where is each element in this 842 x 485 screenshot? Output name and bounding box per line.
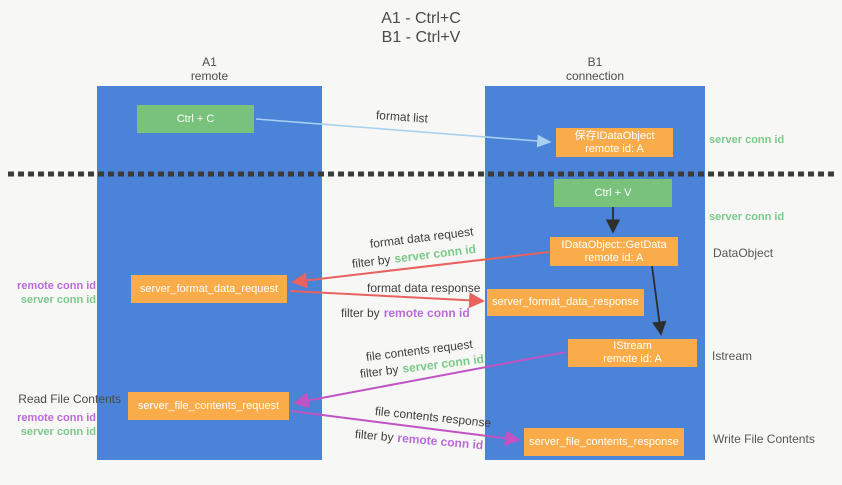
istream-line1: IStream <box>613 340 652 352</box>
lifeline-a1-label: remote <box>190 69 229 83</box>
filter-by-text: filter by <box>359 362 400 381</box>
left-conn-id-group-1: remote conn id server conn id <box>0 279 96 307</box>
istream-annotation: Istream <box>712 349 753 363</box>
remote-conn-id-left-2: remote conn id <box>17 412 96 424</box>
idataobject-getdata-box: IDataObject::GetData remote id: A <box>550 237 678 266</box>
save-idataobject-line2: remote id: A <box>585 142 644 155</box>
filter-by-text: filter by <box>354 427 395 445</box>
remote-conn-id-left-1: remote conn id <box>17 280 96 292</box>
server-conn-id-right-mid: server conn id <box>709 211 785 223</box>
server-conn-id-left-1: server conn id <box>20 294 96 306</box>
server-format-data-request-label: server_format_data_request <box>139 282 279 295</box>
remote-conn-id-text: remote conn id <box>396 430 484 453</box>
save-idataobject-box: 保存IDataObject remote id: A <box>556 128 673 157</box>
lifeline-a1-id: A1 <box>202 55 217 69</box>
ctrl-c-label: Ctrl + C <box>176 112 215 125</box>
getdata-line2: remote id: A <box>584 251 644 264</box>
server-format-data-response-label: server_format_data_response <box>492 296 639 308</box>
left-conn-id-group-2: remote conn id server conn id <box>0 411 96 439</box>
filter-by-text: filter by <box>351 252 392 271</box>
server-format-data-response-box: server_format_data_response <box>487 289 644 316</box>
lifeline-header-b1: B1 connection <box>485 55 705 83</box>
getdata-line1: IDataObject::GetData <box>561 238 667 251</box>
diagram-title: A1 - Ctrl+C B1 - Ctrl+V <box>0 9 842 47</box>
save-idataobject-line1: 保存IDataObject <box>574 129 655 142</box>
write-file-contents-annotation: Write File Contents <box>713 432 815 446</box>
server-file-contents-response-box: server_file_contents_response <box>524 428 684 456</box>
server-conn-id-right-top: server conn id <box>709 134 785 146</box>
ctrl-v-box: Ctrl + V <box>554 179 672 207</box>
format-list-label: format list <box>375 108 429 126</box>
server-file-contents-request-label: server_file_contents_request <box>137 399 280 412</box>
dataobject-annotation: DataObject <box>713 246 774 260</box>
server-file-contents-request-box: server_file_contents_request <box>128 392 289 420</box>
istream-box: IStream remote id: A <box>568 339 697 367</box>
title-line-1: A1 - Ctrl+C <box>381 10 461 27</box>
lifeline-b1-id: B1 <box>587 55 603 69</box>
server-format-data-request-box: server_format_data_request <box>131 275 287 303</box>
lifeline-b1-label: connection <box>565 69 625 83</box>
server-conn-id-left-2: server conn id <box>20 426 96 438</box>
server-file-contents-response-label: server_file_contents_response <box>529 435 679 448</box>
istream-line2: remote id: A <box>603 353 662 365</box>
ctrl-c-box: Ctrl + C <box>137 105 254 133</box>
filter-by-text: filter by <box>341 306 380 320</box>
format-data-response-label: format data response <box>367 281 481 295</box>
ctrl-v-label: Ctrl + V <box>594 186 632 199</box>
lifeline-header-a1: A1 remote <box>97 55 322 83</box>
remote-conn-id-text: remote conn id <box>383 306 470 320</box>
read-file-contents-annotation: Read File Contents <box>18 392 121 406</box>
file-contents-response-label: file contents response <box>374 404 492 431</box>
title-line-2: B1 - Ctrl+V <box>381 29 461 46</box>
